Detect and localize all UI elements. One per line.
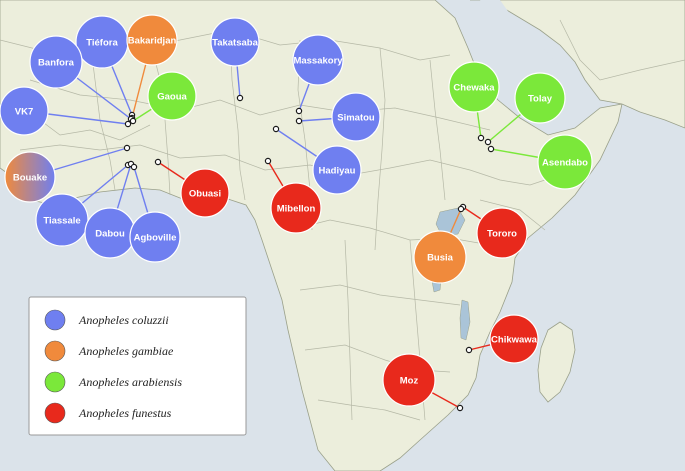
site-point-moz: [456, 404, 464, 412]
site-circle: [489, 314, 539, 364]
site-label: Tiassale: [43, 216, 80, 227]
site-circle: [129, 211, 181, 263]
site-label: Mibellon: [277, 204, 316, 215]
site-circle: [514, 72, 566, 124]
site-label: Bouake: [13, 173, 47, 184]
site-label: Asendabo: [542, 158, 588, 169]
site-point-hadiyau: [272, 125, 280, 133]
site-circle: [331, 92, 381, 142]
site-point-simatou: [295, 117, 303, 125]
site-point-mibellon: [264, 157, 272, 165]
site-label: VK7: [15, 107, 33, 118]
site-label: Gaoua: [157, 92, 187, 103]
site-label: Tororo: [487, 229, 517, 240]
site-circle: [537, 134, 593, 190]
legend-swatch-arabiensis: [44, 371, 66, 393]
site-circle: [413, 230, 467, 284]
site-bubble-chikwawa: Chikwawa: [489, 314, 539, 364]
site-point-asendabo: [487, 145, 495, 153]
site-bubble-dabou: Dabou: [84, 207, 136, 259]
site-bubble-vk7: VK7: [0, 86, 49, 136]
site-circle: [210, 17, 260, 67]
site-label: Banfora: [38, 58, 75, 69]
site-bubble-tiassale: Tiassale: [35, 193, 89, 247]
site-bubble-chewaka: Chewaka: [448, 61, 500, 113]
site-circle: [476, 207, 528, 259]
site-label: Hadiyau: [319, 166, 356, 177]
site-label: Tolay: [528, 94, 553, 105]
site-label: Chewaka: [453, 83, 495, 94]
site-bubble-takatsaba: Takatsaba: [210, 17, 260, 67]
legend-swatch-gambiae: [44, 340, 66, 362]
site-label: Bakaridjan: [128, 36, 177, 47]
site-point-chikwawa: [465, 346, 473, 354]
africa-landmass: [0, 0, 623, 471]
site-point-busia: [457, 205, 465, 213]
site-bubble-banfora: Banfora: [29, 35, 83, 89]
site-bubble-simatou: Simatou: [331, 92, 381, 142]
site-circle: [448, 61, 500, 113]
site-circle: [292, 34, 344, 86]
site-bubble-agboville: Agboville: [129, 211, 181, 263]
site-circle: [0, 86, 49, 136]
site-bubble-bakaridjan: Bakaridjan: [126, 14, 178, 66]
lake-malawi: [459, 299, 471, 341]
site-bubble-moz: Moz: [382, 353, 436, 407]
site-point-gaoua: [129, 117, 137, 125]
site-point-tolay: [484, 138, 492, 146]
site-label: Simatou: [337, 113, 375, 124]
site-point-bouake: [123, 144, 131, 152]
site-bubble-bouake: Bouake: [4, 151, 56, 203]
arabian-peninsula: [470, 0, 685, 129]
site-circle: [270, 182, 322, 234]
site-bubble-hadiyau: Hadiyau: [312, 145, 362, 195]
site-point-chewaka: [477, 134, 485, 142]
site-circle: [147, 71, 197, 121]
site-bubble-tororo: Tororo: [476, 207, 528, 259]
site-bubble-asendabo: Asendabo: [537, 134, 593, 190]
site-label: Tiéfora: [86, 38, 118, 49]
site-label: Busia: [427, 253, 454, 264]
legend-swatch-funestus: [44, 402, 66, 424]
site-point-takatsaba: [236, 94, 244, 102]
site-label: Agboville: [134, 233, 177, 244]
site-label: Takatsaba: [212, 38, 258, 49]
site-bubble-tolay: Tolay: [514, 72, 566, 124]
site-circle: [29, 35, 83, 89]
site-point-obuasi: [154, 158, 162, 166]
site-label: Moz: [400, 376, 419, 387]
legend-label-coluzzii: Anopheles coluzzii: [78, 313, 169, 327]
red-sea: [480, 0, 598, 110]
site-circle: [126, 14, 178, 66]
site-label: Massakory: [293, 56, 343, 67]
site-bubble-tiefora: Tiéfora: [75, 15, 129, 69]
site-label: Chikwawa: [491, 335, 538, 346]
site-circle: [4, 151, 56, 203]
site-point-massakory: [295, 107, 303, 115]
site-label: Dabou: [95, 229, 125, 240]
legend-label-gambiae: Anopheles gambiae: [78, 344, 174, 358]
site-circle: [180, 168, 230, 218]
site-bubble-obuasi: Obuasi: [180, 168, 230, 218]
site-bubble-busia: Busia: [413, 230, 467, 284]
legend-swatch-coluzzii: [44, 309, 66, 331]
site-bubbles: Tiéfora BakaridjanBanforaGaouaVK7BouakeTi…: [0, 14, 593, 407]
legend-label-arabiensis: Anopheles arabiensis: [78, 375, 182, 389]
site-bubble-gaoua: Gaoua: [147, 71, 197, 121]
site-bubble-massakory: Massakory: [292, 34, 344, 86]
site-point-agboville: [130, 163, 138, 171]
site-bubble-mibellon: Mibellon: [270, 182, 322, 234]
madagascar: [537, 321, 576, 403]
legend-label-funestus: Anopheles funestus: [78, 406, 172, 420]
site-point-vk7: [124, 120, 132, 128]
site-circle: [382, 353, 436, 407]
site-circle: [312, 145, 362, 195]
legend-box: [28, 296, 247, 436]
site-points: [123, 94, 495, 412]
site-label: Obuasi: [189, 189, 221, 200]
